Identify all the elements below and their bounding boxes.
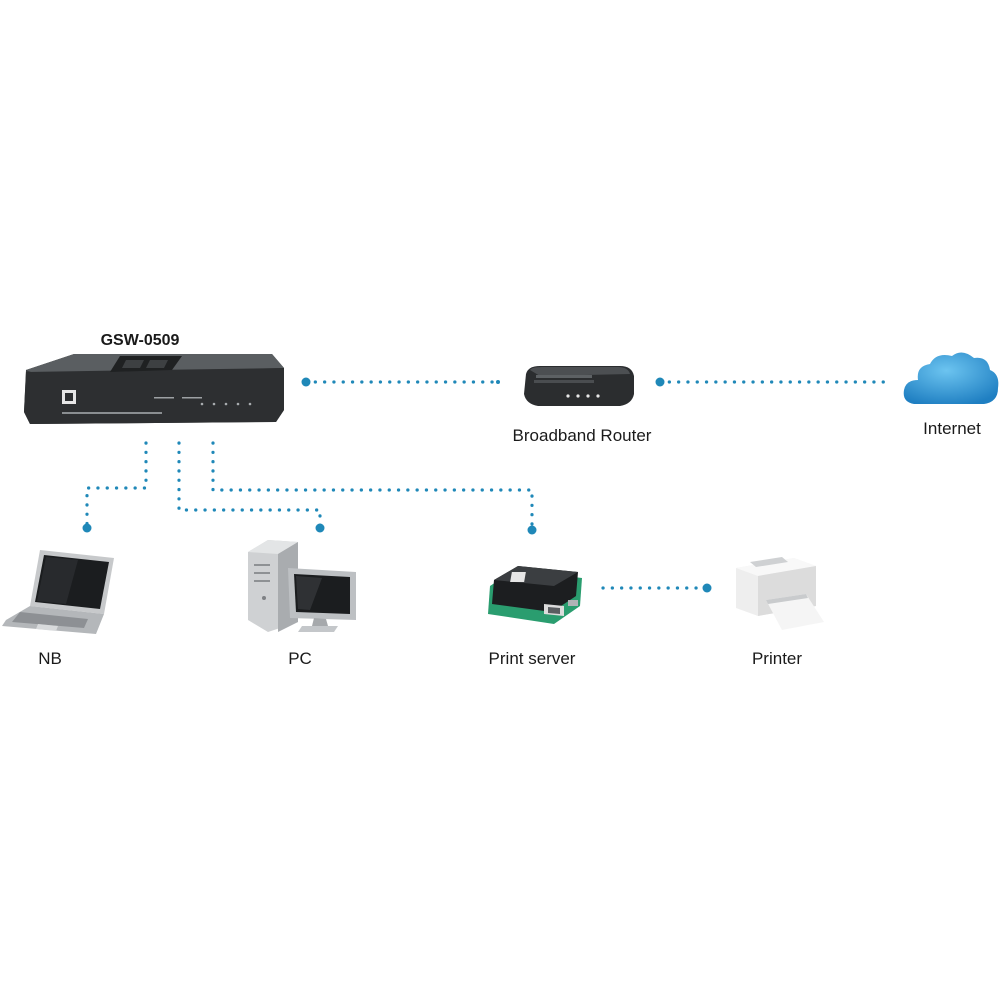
endpoint-dot-pc bbox=[315, 523, 325, 533]
pc-label: PC bbox=[288, 649, 312, 668]
endpoint-dot-print-server bbox=[527, 525, 537, 535]
notebook-label: NB bbox=[38, 649, 62, 668]
endpoint-dot-switch-router bbox=[301, 377, 311, 387]
switch-title: GSW-0509 bbox=[100, 332, 180, 349]
link-switch-notebook bbox=[85, 441, 148, 530]
cloud-icon bbox=[903, 352, 999, 404]
router-icon bbox=[524, 366, 634, 406]
printer-label: Printer bbox=[751, 649, 803, 668]
printer-icon bbox=[736, 557, 824, 630]
print-server-icon bbox=[488, 566, 582, 624]
endpoint-dot-router-left bbox=[496, 380, 500, 384]
laptop-icon bbox=[2, 550, 114, 634]
link-switch-pc bbox=[177, 441, 322, 530]
endpoint-dot-printer bbox=[702, 583, 712, 593]
desktop-pc-icon bbox=[248, 540, 356, 632]
router-label: Broadband Router bbox=[512, 426, 652, 445]
print-server-label: Print server bbox=[488, 649, 576, 668]
link-switch-print-server bbox=[211, 441, 534, 530]
endpoint-dot-router-right bbox=[655, 377, 665, 387]
internet-label: Internet bbox=[923, 419, 981, 438]
endpoint-dot-notebook bbox=[82, 523, 92, 533]
switch-icon bbox=[24, 354, 284, 424]
